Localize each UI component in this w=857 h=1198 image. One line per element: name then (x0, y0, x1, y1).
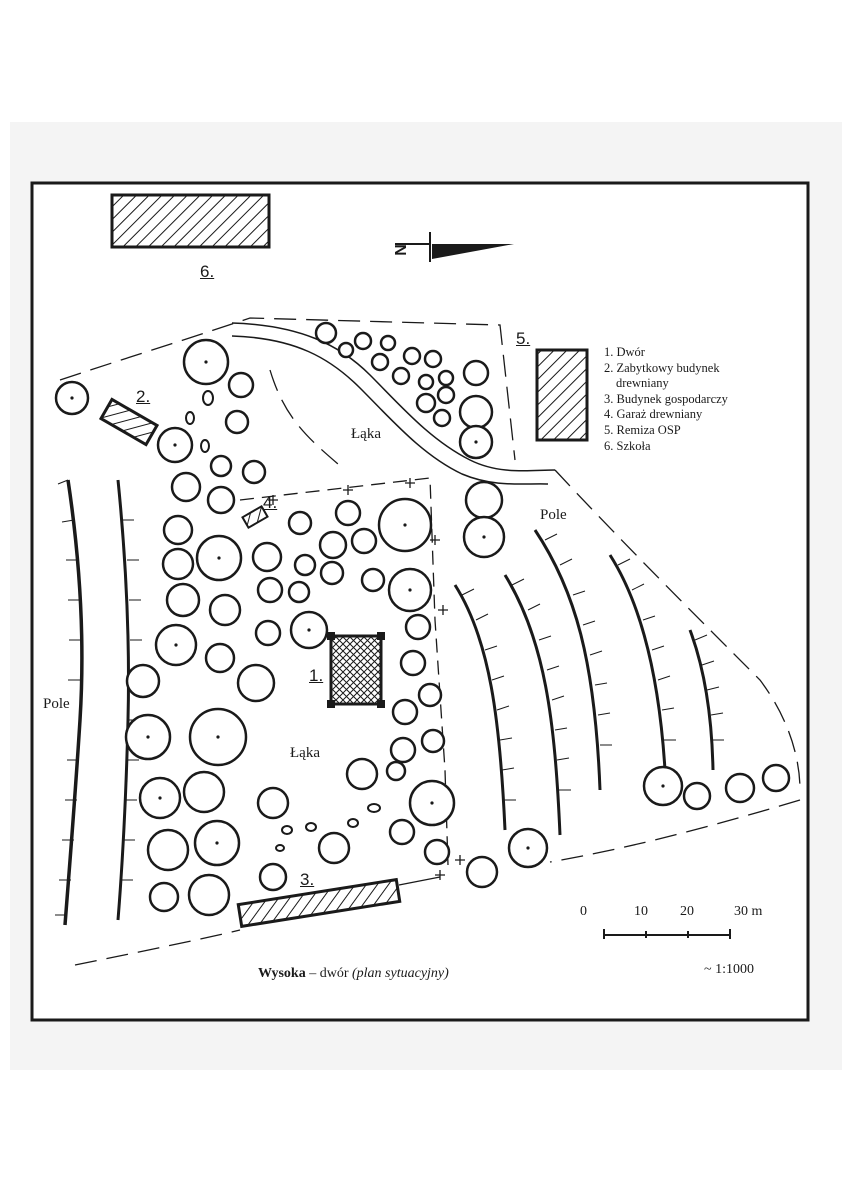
north-arrow-icon (395, 232, 514, 262)
building-number-5: 5. (516, 329, 531, 348)
map-caption: Wysoka – dwór (plan sytuacyjny) (258, 966, 449, 982)
legend-item: 2. Zabytkowy budynek (604, 360, 720, 375)
legend-item: 1. Dwór (604, 345, 645, 359)
dashed-boundary (59, 317, 801, 966)
map-legend: 1. Dwór 2. Zabytkowy budynek drewniany 3… (604, 345, 728, 454)
building-4-garage (241, 504, 269, 530)
building-5-fire-station (535, 348, 589, 442)
meadow-label-top: Łąka (351, 426, 381, 442)
field-embankments (55, 479, 724, 926)
caption-subject: – dwór (305, 966, 352, 981)
scale-tick-0: 0 (580, 904, 587, 919)
legend-item: 5. Remiza OSP (604, 422, 681, 437)
building-number-2: 2. (136, 387, 151, 406)
tree-centers (70, 360, 665, 850)
scale-ratio: ~ 1:1000 (704, 962, 754, 977)
legend-item: 6. Szkoła (604, 438, 651, 453)
field-label-left: Pole (43, 696, 70, 712)
building-1-manor (327, 632, 385, 708)
scale-tick-20: 20 (680, 904, 694, 919)
building-6-school (110, 193, 271, 249)
legend-item: drewniany (616, 376, 669, 391)
north-label: N (392, 244, 410, 256)
caption-place: Wysoka (258, 966, 306, 981)
legend-item: 4. Garaż drewniany (604, 407, 703, 422)
building-number-3: 3. (300, 870, 315, 889)
building-2-wooden-heritage (98, 397, 160, 447)
building-number-1: 1. (309, 666, 324, 685)
caption-type: (plan sytuacyjny) (352, 966, 449, 981)
building-number-6: 6. (200, 262, 215, 281)
scale-bar (603, 929, 731, 939)
legend-item: 3. Budynek gospodarczy (604, 391, 728, 406)
building-number-4: 4. (263, 493, 278, 512)
field-label-right: Pole (540, 507, 567, 523)
building-3-farm (236, 877, 402, 929)
road (231, 322, 556, 485)
meadow-label-center: Łąka (290, 745, 320, 761)
scale-tick-10: 10 (634, 904, 648, 919)
shrubs (185, 390, 381, 852)
scale-tick-30: 30 m (734, 904, 763, 919)
